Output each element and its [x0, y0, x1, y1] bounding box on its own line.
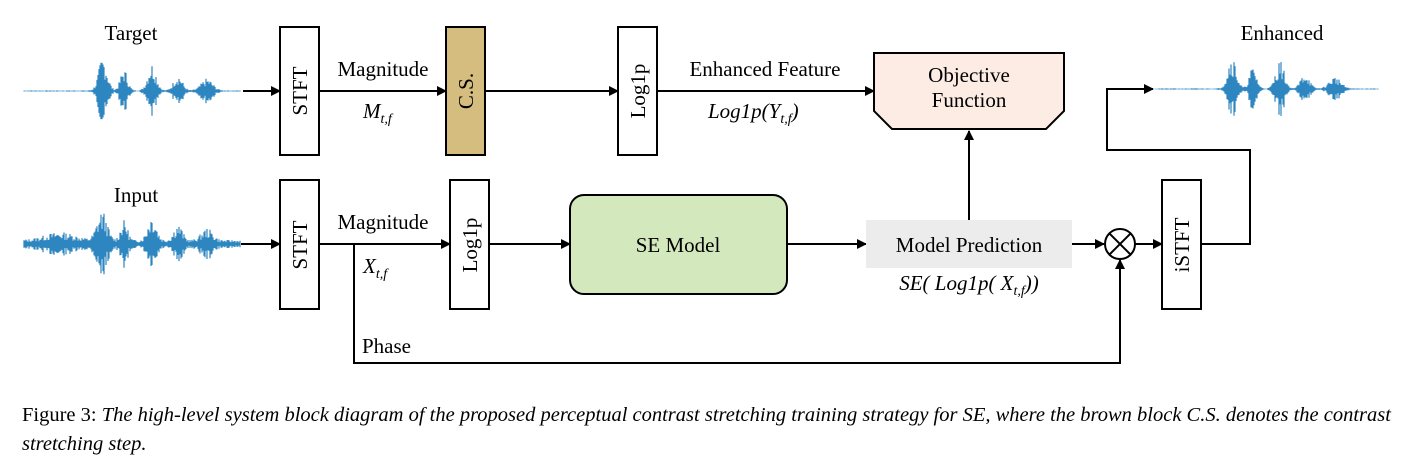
objective-function-label-1: Objective — [928, 63, 1010, 87]
istft-block — [1161, 179, 1202, 310]
contrast-stretching-label: C.S. — [454, 73, 478, 109]
se-model-label: SE Model — [636, 233, 721, 257]
magnitude-label-bottom: Magnitude — [338, 210, 429, 234]
caption-text: The high-level system block diagram of t… — [22, 404, 1391, 455]
magnitude-label-top: Magnitude — [338, 57, 429, 81]
phase-label: Phase — [362, 334, 411, 358]
wave-input-trace — [23, 213, 241, 275]
block-diagram: Target Input Enhanced STFT Magnitude Mt,… — [23, 21, 1379, 364]
magnitude-symbol-bottom: Xt,f — [362, 254, 389, 282]
log1p-block-top — [617, 26, 658, 156]
wave-enhanced-trace — [1154, 62, 1379, 116]
multiply-icon-stroke-2 — [1108, 232, 1132, 256]
enhanced-label: Enhanced — [1241, 21, 1324, 45]
enhanced-waveform — [1154, 62, 1379, 116]
stft-block-bottom — [279, 179, 320, 310]
model-prediction-label: Model Prediction — [896, 233, 1043, 257]
input-label: Input — [114, 183, 158, 207]
figure-caption: Figure 3: The high-level system block di… — [22, 401, 1392, 459]
log1p-label-bottom: Log1p — [458, 218, 482, 273]
istft-to-enhanced-arrow — [1106, 84, 1251, 245]
input-waveform — [23, 213, 241, 275]
log1p-block-bottom — [449, 179, 490, 310]
target-label: Target — [105, 21, 158, 45]
istft-label: iSTFT — [1170, 217, 1194, 272]
magnitude-symbol-top: Mt,f — [362, 99, 394, 127]
model-prediction-expression: SE( Log1p( Xt,f)) — [899, 271, 1039, 299]
target-waveform — [23, 62, 241, 120]
log1p-label-top: Log1p — [626, 64, 650, 119]
caption-prefix: Figure 3: — [22, 404, 102, 426]
model-prediction-block — [866, 220, 1072, 268]
enhanced-feature-label: Enhanced Feature — [689, 57, 840, 81]
phase-path-arrow — [353, 244, 1125, 364]
enhanced-feature-expression: Log1p(Yt,f) — [707, 99, 799, 127]
objective-function-label-2: Function — [932, 88, 1007, 112]
objective-function-block — [873, 52, 1065, 130]
stft-label-bottom: STFT — [288, 220, 312, 269]
wave-target-trace — [23, 62, 241, 120]
stft-label-top: STFT — [288, 66, 312, 115]
